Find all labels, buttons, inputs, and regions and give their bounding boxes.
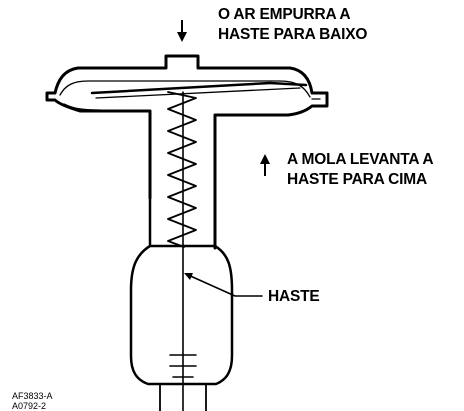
air-pushes-label-line2: HASTE PARA BAIXO [218,26,368,43]
air-pushes-stem-down-label: O AR EMPURRA A HASTE PARA BAIXO [218,5,367,45]
diaphragm-casing-inner [59,80,311,98]
diaphragm-line [95,87,301,99]
air-pushes-label-line1: O AR EMPURRA A [218,6,351,23]
diaphragm-casing-outline [45,54,329,250]
stem-label: HASTE [268,288,320,305]
casing-flange-left [63,103,101,111]
arrow-down-icon [177,20,187,42]
valve-body [129,244,234,386]
spring-coil [167,91,197,248]
spring-lifts-stem-up-label: A MOLA LEVANTA A HASTE PARA CIMA [287,150,434,190]
spring-lifts-label-line1: A MOLA LEVANTA A [287,151,434,168]
stem-leader-arrowhead [184,273,193,280]
arrow-up-icon [260,154,270,176]
figure-code-line2: A0792-2 [12,401,47,411]
stem-leader-line [185,273,263,297]
figure-code-line1: AF3833-A [12,391,53,401]
diaphragm-plate [90,81,308,95]
spring-lifts-label-line2: HASTE PARA CIMA [287,171,427,188]
